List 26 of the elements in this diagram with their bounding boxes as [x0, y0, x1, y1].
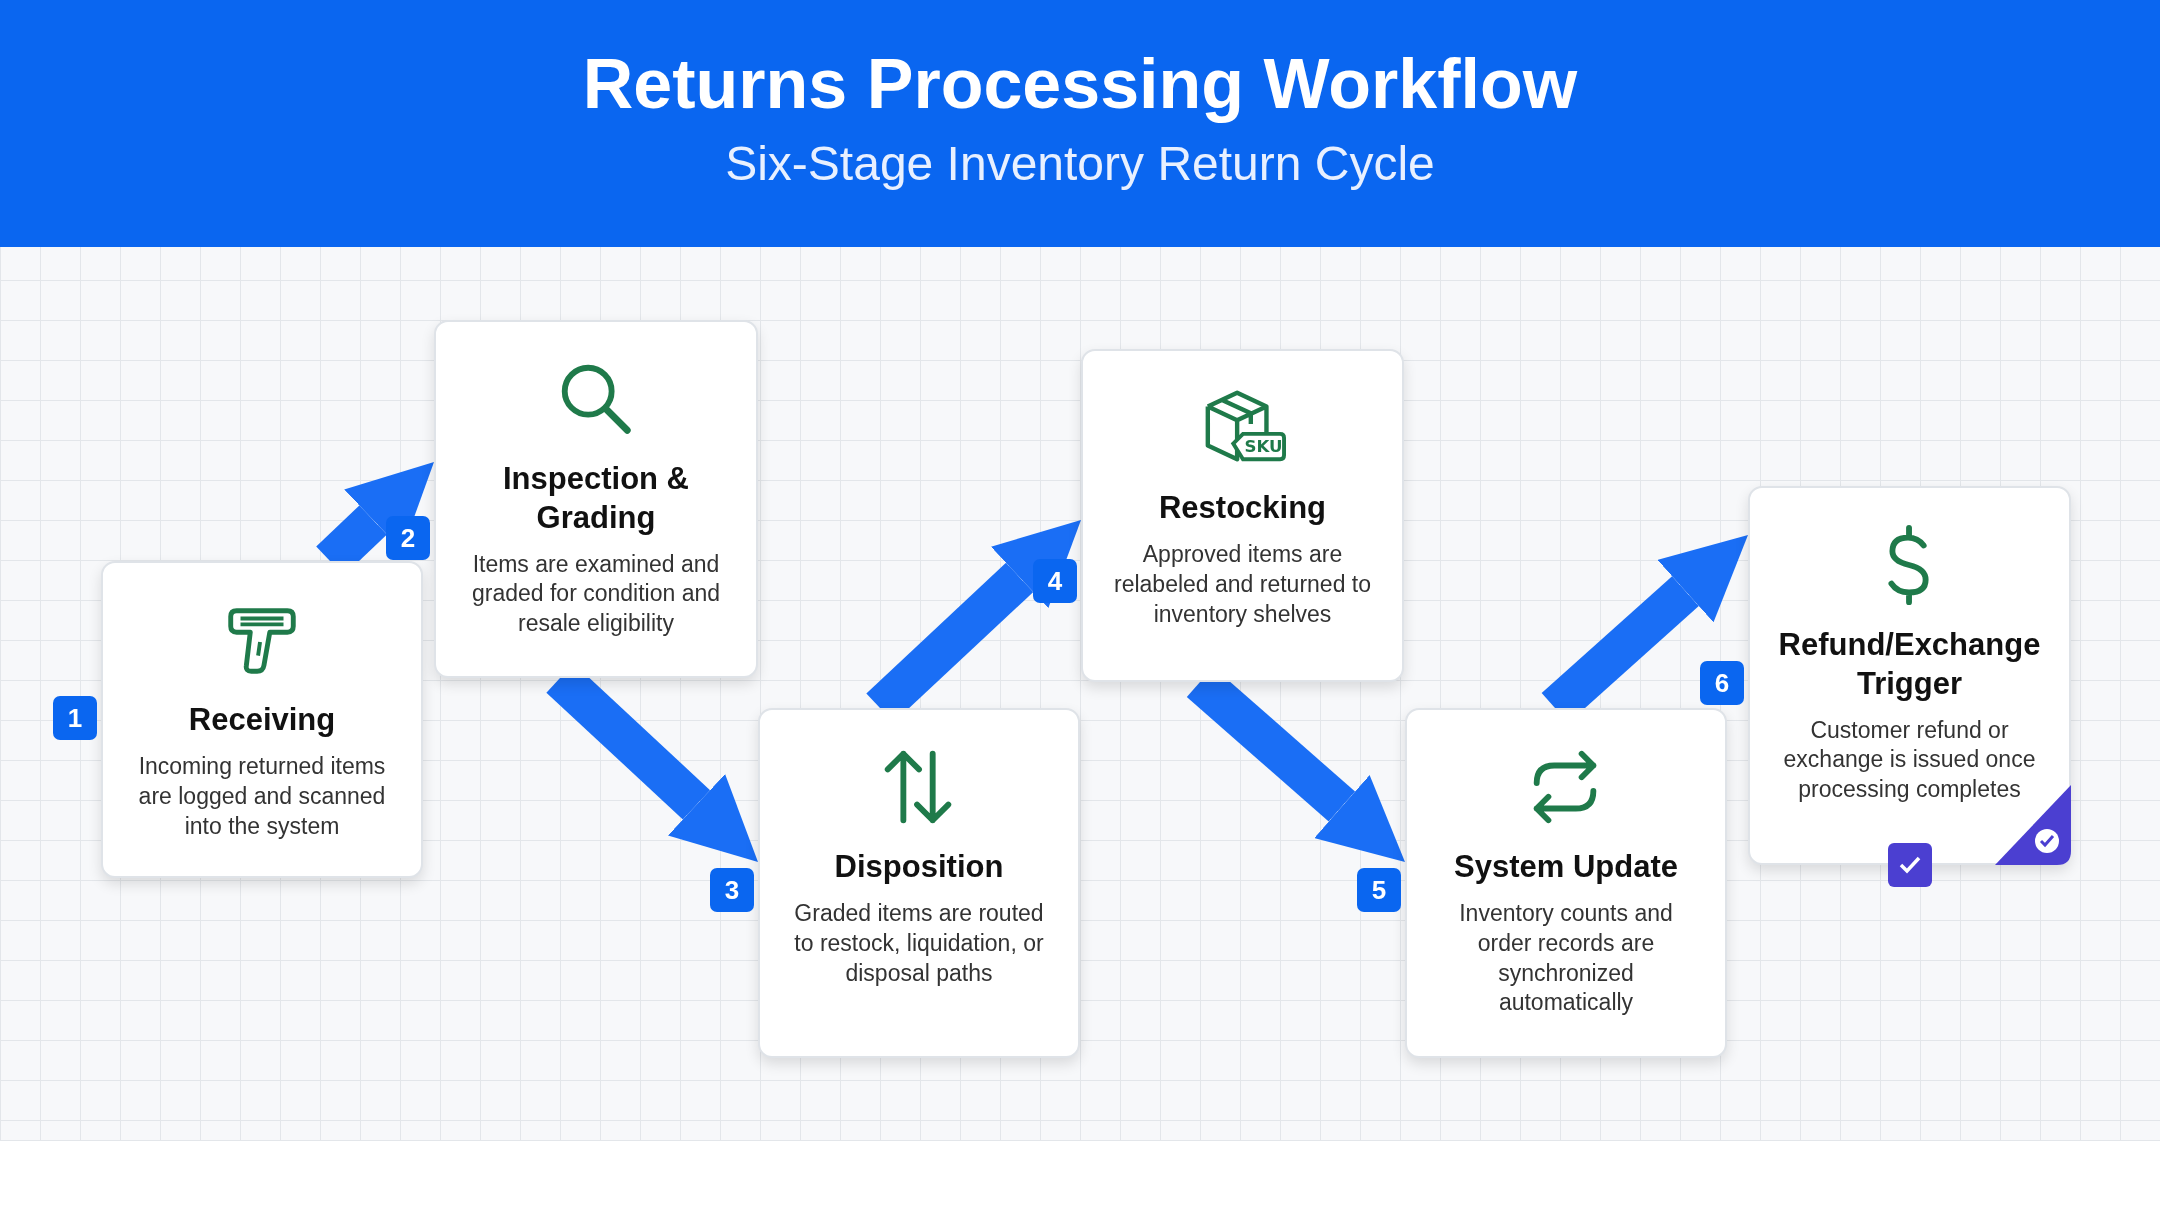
step-number: 5	[1357, 868, 1401, 912]
stage-description: Items are examined and graded for condition and resale eligibility	[470, 549, 722, 639]
stage-heading: Restocking	[1158, 489, 1327, 527]
stage-heading: Inspection & Grading	[502, 460, 690, 537]
stage-card	[1081, 349, 1404, 682]
stage-card	[1405, 708, 1727, 1058]
step-number: 1	[53, 696, 97, 740]
stage-heading: Receiving	[188, 701, 336, 739]
step-number: 2	[386, 516, 430, 560]
stage-description: Incoming returned items are logged and scanned into the system	[137, 751, 387, 841]
stage-description: Graded items are routed to restock, liquidation, or disposal paths	[793, 898, 1045, 988]
stage-description: Customer refund or exchange is issued once processing completes	[1782, 715, 2037, 805]
step-number: 4	[1033, 559, 1077, 603]
stage-description: Inventory counts and order records are synchronized automatically	[1458, 898, 1674, 1018]
stage-heading: Refund/Exchange Trigger	[1777, 626, 2042, 703]
step-number: 3	[710, 868, 754, 912]
stage-card	[1748, 486, 2071, 865]
step-number: 6	[1700, 661, 1744, 705]
stage-heading: System Update	[1454, 848, 1678, 886]
stage-card	[101, 561, 423, 878]
stage-card	[434, 320, 758, 678]
subtitle: Six-Stage Inventory Return Cycle	[724, 136, 1436, 191]
stage-card	[758, 708, 1080, 1058]
stage-heading: Disposition	[834, 848, 1004, 886]
stage-description: Approved items are relabeled and returned to inventory shelves	[1113, 539, 1372, 629]
title: Returns Processing Workflow	[581, 44, 1579, 124]
